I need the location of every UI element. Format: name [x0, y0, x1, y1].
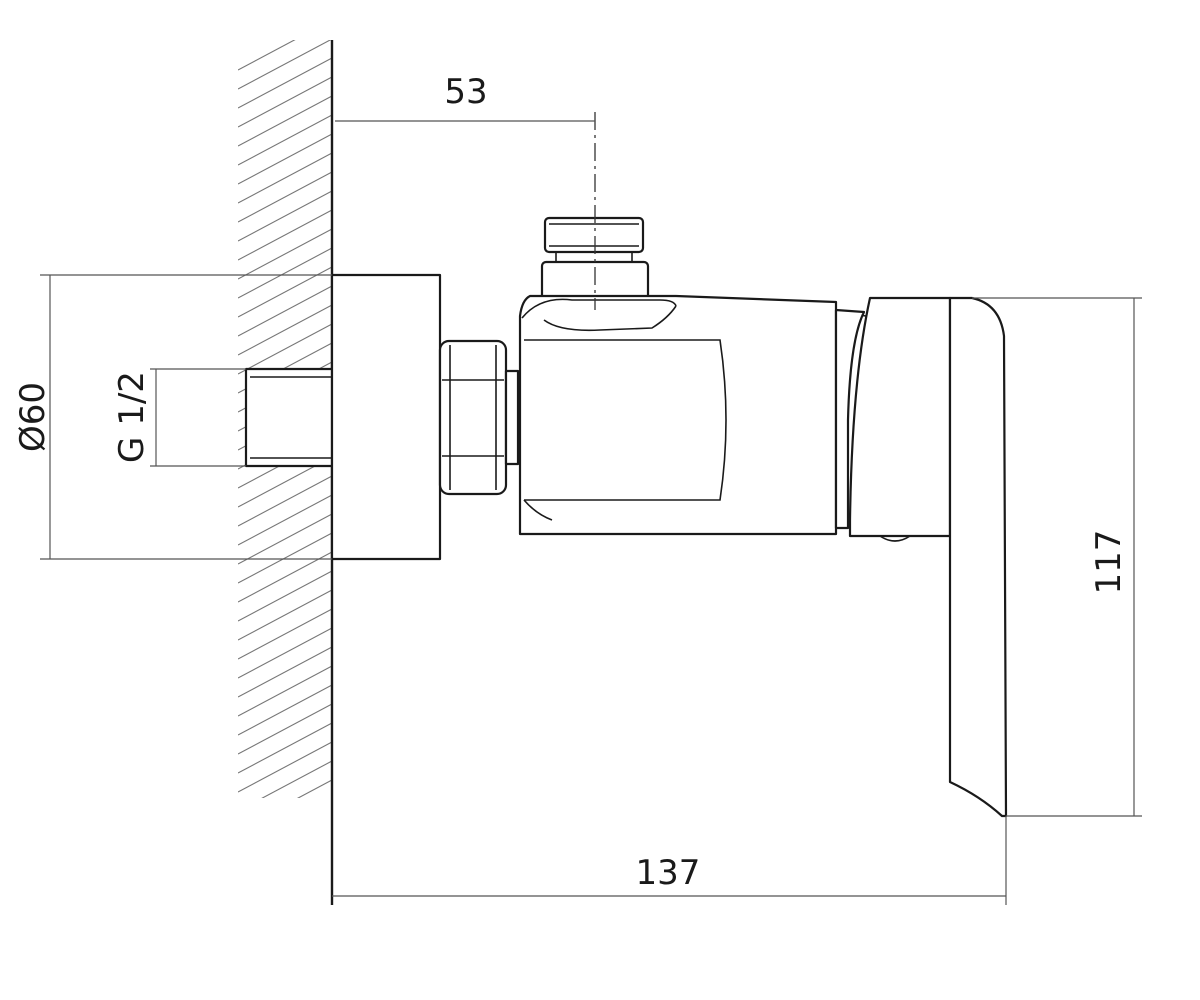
hatch-line — [238, 40, 296, 71]
hatch-line — [238, 856, 332, 906]
hatch-line — [238, 171, 332, 223]
hatch-line — [238, 684, 332, 736]
hatch-line — [238, 323, 332, 375]
hatch-line — [238, 304, 332, 356]
hatch-line — [238, 799, 332, 849]
dimension-height: 117 — [972, 297, 1142, 817]
dimension-offset: 53 — [335, 72, 595, 122]
hatch-line — [238, 76, 332, 128]
hatch-line — [296, 779, 332, 798]
hatch-line — [238, 741, 332, 793]
dimension-offset-label: 53 — [444, 72, 487, 112]
hatch-line — [238, 703, 332, 755]
dimension-diameter-label: Ø60 — [13, 382, 53, 452]
dimension-height-label: 117 — [1089, 530, 1129, 595]
hatch-line — [238, 665, 332, 717]
hatch-line — [238, 247, 332, 299]
hex-nut — [438, 339, 508, 496]
cartridge-housing — [834, 296, 952, 542]
dimension-thread-label: G 1/2 — [112, 371, 152, 463]
hatch-line — [238, 608, 332, 660]
wall-hatching — [238, 40, 332, 944]
connector-sleeve — [504, 369, 520, 466]
hatch-line — [238, 114, 332, 166]
hatch-line — [238, 475, 332, 527]
hatch-line — [238, 589, 332, 641]
dimension-thread: G 1/2 — [112, 368, 246, 467]
lever-handle — [948, 296, 1008, 818]
hatch-line — [238, 209, 332, 261]
hatch-line — [238, 818, 332, 868]
hatch-line — [238, 570, 332, 622]
dimension-diameter: Ø60 — [13, 274, 332, 560]
hatch-line — [238, 513, 332, 565]
hatch-line — [261, 760, 332, 798]
hatch-line — [238, 837, 332, 887]
hatch-line — [238, 494, 332, 546]
hatch-line — [238, 722, 332, 774]
hatch-line — [238, 875, 332, 925]
inlet-pipe — [244, 367, 334, 468]
hatch-line — [238, 57, 332, 109]
dimension-depth: 137 — [332, 816, 1007, 905]
hatch-line — [238, 133, 332, 185]
hatch-line — [238, 532, 332, 584]
hatch-line — [238, 894, 332, 944]
hatch-line — [238, 551, 332, 603]
valve-body — [518, 294, 867, 536]
hatch-line — [238, 646, 332, 698]
hatch-line — [238, 228, 332, 280]
hatch-line — [238, 190, 332, 242]
wall-flange — [330, 273, 442, 561]
dimension-depth-label: 137 — [636, 853, 701, 893]
hatch-line — [238, 152, 332, 204]
hatch-line — [238, 40, 332, 90]
hatch-line — [238, 627, 332, 679]
hatch-line — [238, 285, 332, 337]
hatch-line — [238, 95, 332, 147]
